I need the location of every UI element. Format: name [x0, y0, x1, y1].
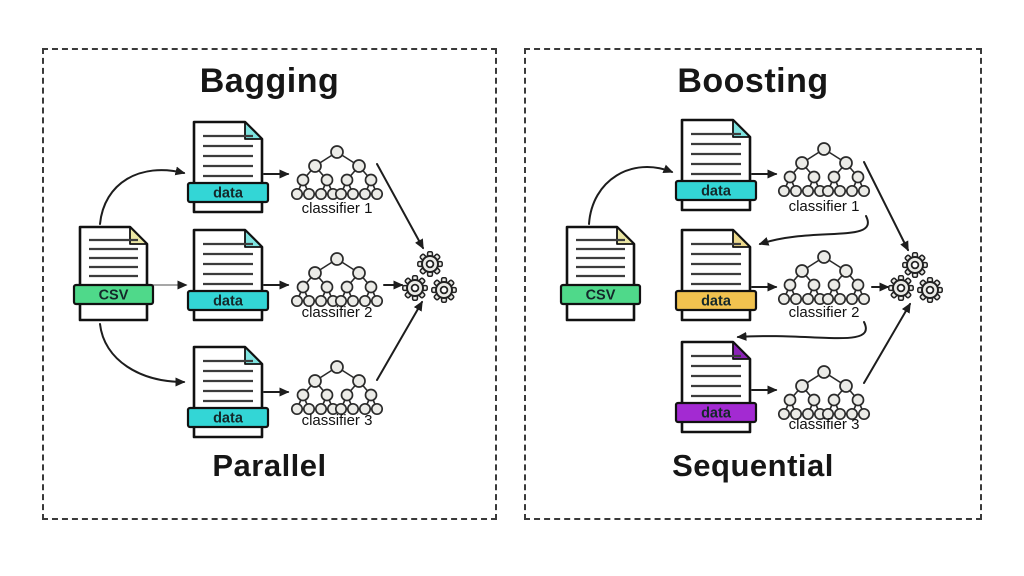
- data1-banner: [186, 181, 270, 204]
- arrow-classifier2-to-data3: [736, 321, 867, 341]
- csv-corner-fold: [616, 226, 635, 245]
- classifier2-label: classifier 2: [789, 304, 860, 321]
- data-file-2: data: [674, 228, 758, 322]
- csv-label: CSV: [99, 288, 129, 304]
- arrow-classifier1-to-data2: [758, 215, 869, 246]
- data1-corner-fold: [732, 119, 751, 138]
- decision-tree-icon-2: [777, 250, 871, 306]
- csv-banner: [559, 283, 642, 306]
- bagging-footer: Parallel: [212, 448, 327, 483]
- data3-corner-fold: [244, 346, 263, 365]
- data1-corner-fold: [244, 121, 263, 140]
- gears-icon: [401, 250, 458, 304]
- gear-icon: [430, 276, 458, 304]
- classifier3-label: classifier 3: [789, 416, 860, 433]
- boosting-diagram-svg: CSV data: [559, 118, 944, 434]
- csv-label: CSV: [586, 288, 616, 304]
- boosting-title: Boosting: [677, 62, 829, 100]
- csv-text-lines: [576, 238, 625, 278]
- decision-tree-icon-1: [290, 145, 384, 201]
- gear-icon: [916, 276, 944, 304]
- arrow-csv-to-data1: [99, 166, 186, 225]
- decision-tree-icon-2: [290, 252, 384, 308]
- data3-banner: [186, 406, 270, 429]
- classifier2-label: classifier 2: [302, 304, 373, 321]
- data3-banner: [674, 401, 758, 424]
- data-file-1: data: [674, 118, 758, 212]
- gear-icon: [401, 274, 429, 302]
- data1-label: data: [701, 184, 732, 200]
- decision-tree-icon-1: [777, 142, 871, 198]
- decision-tree-icon-3: [290, 360, 384, 416]
- data3-text-lines: [691, 354, 741, 398]
- data2-label: data: [701, 294, 732, 310]
- data2-banner: [674, 289, 758, 312]
- data3-label: data: [213, 411, 244, 427]
- csv-corner-fold: [129, 226, 148, 245]
- arrow-tree3-to-gears: [863, 302, 911, 384]
- data3-text-lines: [203, 359, 253, 403]
- data2-text-lines: [691, 242, 741, 286]
- arrow-csv-to-data1: [588, 164, 674, 225]
- arrow-tree3-to-gears: [376, 300, 423, 381]
- data1-label: data: [213, 186, 244, 202]
- data2-corner-fold: [244, 229, 263, 248]
- data1-banner: [674, 179, 758, 202]
- classifier3-label: classifier 3: [302, 412, 373, 429]
- data1-text-lines: [203, 134, 253, 178]
- classifier1-label: classifier 1: [302, 200, 373, 217]
- gears-icon: [887, 251, 944, 304]
- data2-text-lines: [203, 242, 253, 286]
- data-file-2: data: [186, 228, 270, 322]
- bagging-panel: CSV data: [42, 48, 497, 520]
- data2-banner: [186, 289, 270, 312]
- data3-label: data: [701, 406, 732, 422]
- data-file-3: data: [186, 345, 270, 439]
- bagging-arrows: [99, 163, 424, 397]
- arrow-tree1-to-gears: [863, 161, 909, 252]
- gear-icon: [416, 250, 444, 278]
- boosting-footer: Sequential: [672, 448, 834, 483]
- classifier1-label: classifier 1: [789, 198, 860, 215]
- data2-label: data: [213, 294, 244, 310]
- boosting-panel: CSV data: [524, 48, 982, 520]
- decision-tree-icon-3: [777, 365, 871, 421]
- csv-file: CSV: [559, 225, 642, 322]
- data-file-3: data: [674, 340, 758, 434]
- arrow-tree1-to-gears: [376, 163, 424, 250]
- data-file-1: data: [186, 120, 270, 214]
- boosting-arrows: [588, 161, 911, 395]
- gear-icon: [887, 274, 915, 302]
- csv-banner: [72, 283, 155, 306]
- gear-icon: [901, 251, 929, 279]
- data3-corner-fold: [732, 341, 751, 360]
- arrow-csv-to-data3: [99, 323, 186, 387]
- data1-text-lines: [691, 132, 741, 176]
- csv-file: CSV: [72, 225, 155, 322]
- bagging-title: Bagging: [199, 62, 340, 100]
- csv-text-lines: [89, 238, 138, 278]
- data2-corner-fold: [732, 229, 751, 248]
- bagging-diagram-svg: CSV data: [72, 120, 458, 439]
